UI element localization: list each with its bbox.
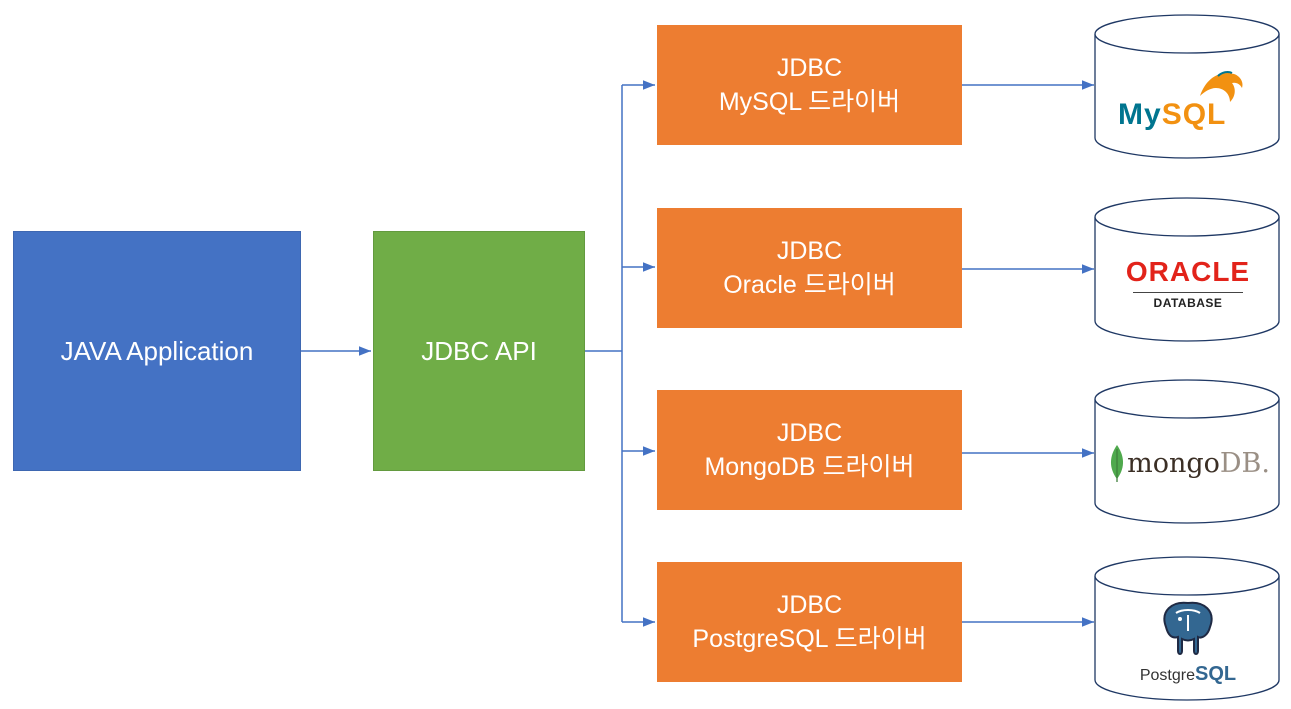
oracle-driver-line1: JDBC (776, 237, 843, 265)
oracle-logo-sub: DATABASE (1153, 296, 1223, 310)
mysql-driver-box: JDBC MySQL 드라이버 (657, 25, 962, 145)
postgresql-driver-line1: JDBC (776, 591, 843, 619)
postgresql-driver-box: JDBC PostgreSQL 드라이버 (657, 562, 962, 682)
oracle-driver-line2: Oracle 드라이버 (723, 271, 896, 299)
jdbc-api-box: JDBC API (373, 231, 585, 471)
mysql-driver-line2: MySQL 드라이버 (718, 88, 901, 116)
mysql-logo-my: My (1118, 98, 1162, 131)
postgresql-driver-line2: PostgreSQL 드라이버 (692, 625, 927, 653)
java-application-label: JAVA Application (60, 335, 254, 366)
leaf-icon (1110, 445, 1124, 482)
jdbc-api-label: JDBC API (421, 335, 537, 366)
postgresql-logo: PostgreSQL (1126, 592, 1250, 690)
java-application-box: JAVA Application (13, 231, 301, 471)
mongodb-driver-line2: MongoDB 드라이버 (704, 453, 915, 481)
mongodb-database-cylinder (1094, 379, 1280, 524)
oracle-database-cylinder (1094, 197, 1280, 342)
postgresql-logo-sql: SQL (1195, 662, 1237, 685)
oracle-logo-divider (1133, 292, 1243, 293)
mongodb-logo-mongo: mongo (1127, 447, 1220, 479)
postgresql-logo-postgre: Postgre (1139, 666, 1195, 684)
oracle-driver-box: JDBC Oracle 드라이버 (657, 208, 962, 328)
oracle-logo: ORACLE DATABASE (1120, 254, 1256, 312)
mysql-logo: MySQL (1110, 64, 1266, 134)
mongodb-driver-line1: JDBC (776, 419, 843, 447)
mongodb-driver-box: JDBC MongoDB 드라이버 (657, 390, 962, 510)
mysql-database-cylinder (1094, 14, 1280, 159)
mongodb-logo: mongoDB. (1106, 440, 1270, 486)
mysql-logo-sql: SQL (1161, 98, 1227, 131)
dolphin-icon (1200, 71, 1243, 102)
mysql-driver-line1: JDBC (776, 54, 843, 82)
elephant-icon (1163, 601, 1213, 655)
mongodb-logo-db: DB (1219, 447, 1262, 479)
oracle-logo-name: ORACLE (1125, 256, 1251, 287)
